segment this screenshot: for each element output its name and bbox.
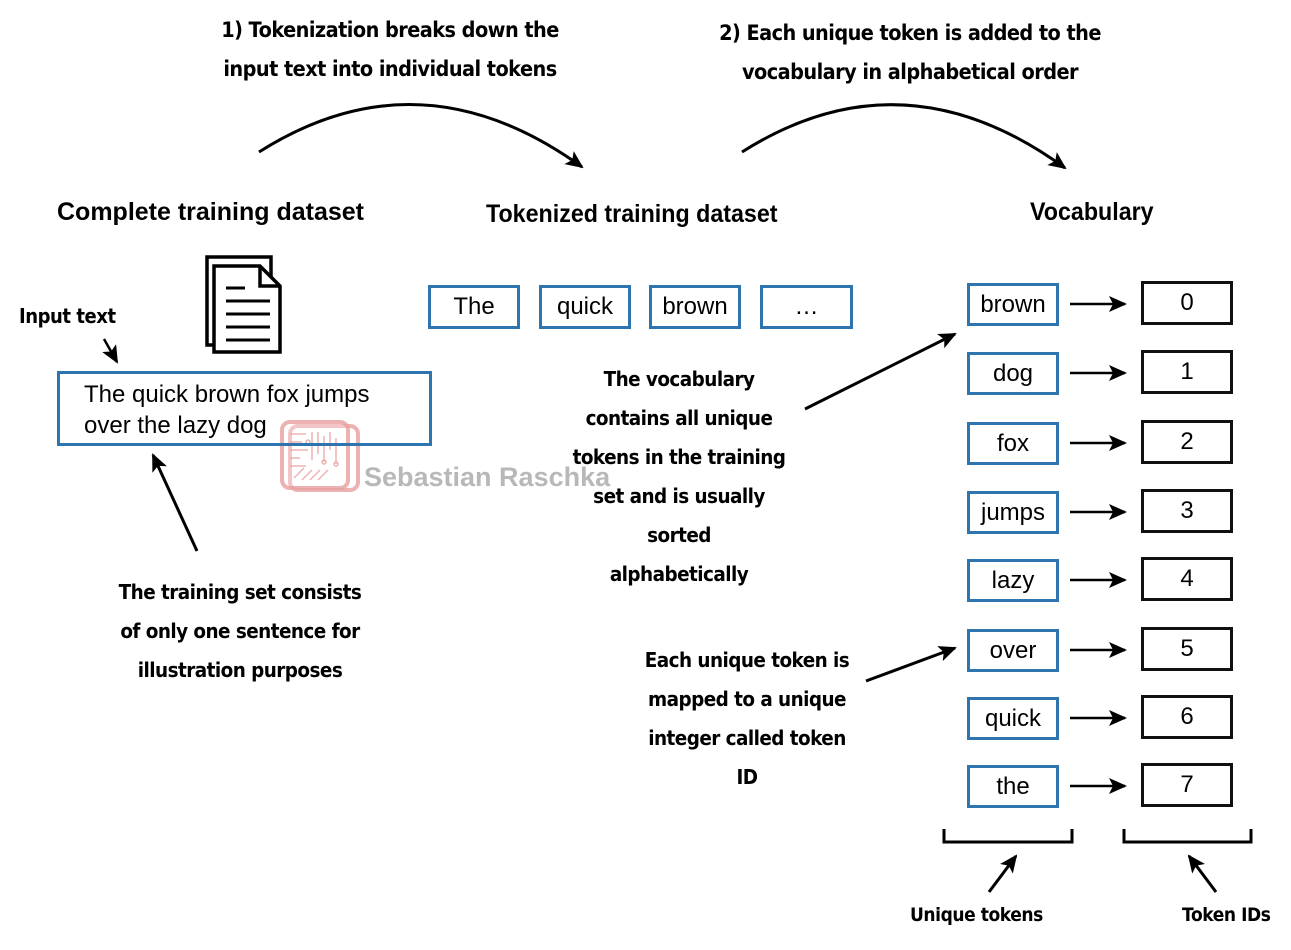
input-text-label: Input text bbox=[19, 304, 116, 328]
tokenized-token-ellipsis: … bbox=[760, 285, 853, 329]
vocab-token: brown bbox=[967, 283, 1059, 326]
complete-dataset-title: Complete training dataset bbox=[57, 198, 364, 226]
watermark-logo-icon bbox=[280, 420, 360, 492]
unique-tokens-bracket bbox=[942, 829, 1074, 844]
step-1-line-1: 1) Tokenization breaks down the bbox=[221, 18, 559, 42]
token-id-box: 3 bbox=[1141, 489, 1233, 533]
vocab-token: dog bbox=[967, 352, 1059, 395]
vocab-token: quick bbox=[967, 697, 1059, 740]
note-line: alphabetically bbox=[609, 562, 749, 586]
token-id-box: 7 bbox=[1141, 763, 1233, 807]
unique-tokens-bracket-arrow bbox=[987, 854, 1018, 893]
note-line: set and is usually bbox=[593, 484, 765, 508]
unique-tokens-label: Unique tokens bbox=[910, 904, 1043, 926]
note-line: of only one sentence for bbox=[120, 619, 360, 643]
token-id-box: 1 bbox=[1141, 350, 1233, 394]
token-ids-label: Token IDs bbox=[1182, 904, 1271, 926]
note-line: The vocabulary bbox=[603, 367, 755, 391]
vocabulary-title: Vocabulary bbox=[1030, 198, 1154, 226]
input-label-arrow bbox=[102, 338, 119, 364]
token-ids-bracket-arrow bbox=[1187, 854, 1218, 893]
note-line: illustration purposes bbox=[137, 658, 343, 682]
step-2-curved-arrow bbox=[741, 103, 1067, 170]
input-text-line-1: The quick brown fox jumps bbox=[84, 381, 370, 408]
note-line: mapped to a unique bbox=[648, 687, 847, 711]
step-2-caption: 2) Each unique token is added to the voc… bbox=[717, 14, 1103, 92]
token-id-box: 5 bbox=[1141, 627, 1233, 671]
step-1-line-2: input text into individual tokens bbox=[223, 57, 557, 81]
note-line: integer called token bbox=[648, 726, 846, 750]
token-id-box: 2 bbox=[1141, 420, 1233, 464]
vocabulary-note-arrow bbox=[804, 332, 957, 411]
vocab-token: fox bbox=[967, 422, 1059, 465]
token-ids-bracket bbox=[1122, 829, 1253, 844]
note-line: Each unique token is bbox=[644, 648, 850, 672]
token-id-box: 6 bbox=[1141, 695, 1233, 739]
document-icon bbox=[205, 255, 282, 354]
vocab-token: lazy bbox=[967, 559, 1059, 602]
note-line: sorted bbox=[647, 523, 711, 547]
tokenized-token: The bbox=[428, 285, 520, 329]
step-1-caption: 1) Tokenization breaks down the input te… bbox=[215, 11, 565, 89]
token-id-box: 0 bbox=[1141, 281, 1233, 325]
mapping-note: Each unique token is mapped to a unique … bbox=[626, 641, 867, 797]
tokenized-token: brown bbox=[649, 285, 741, 329]
step-1-curved-arrow bbox=[258, 103, 584, 169]
token-id-box: 4 bbox=[1141, 557, 1233, 601]
input-text-box: The quick brown fox jumps over the lazy … bbox=[57, 371, 432, 446]
vocab-token: jumps bbox=[967, 491, 1059, 534]
step-2-line-2: vocabulary in alphabetical order bbox=[741, 60, 1079, 84]
tokenized-dataset-title: Tokenized training dataset bbox=[486, 200, 778, 228]
step-2-line-1: 2) Each unique token is added to the bbox=[719, 21, 1101, 45]
note-line: tokens in the training bbox=[572, 445, 786, 469]
vocabulary-contains-note: The vocabulary contains all unique token… bbox=[551, 360, 807, 594]
tokenized-token: quick bbox=[539, 285, 631, 329]
mapping-note-arrow bbox=[865, 646, 957, 683]
training-set-arrow bbox=[151, 453, 199, 552]
vocabulary-arrows bbox=[1070, 296, 1127, 794]
note-line: ID bbox=[736, 765, 758, 789]
input-text-line-2: over the lazy dog bbox=[84, 412, 267, 439]
vocab-token: over bbox=[967, 629, 1059, 672]
training-set-note: The training set consists of only one se… bbox=[93, 573, 387, 690]
vocab-token: the bbox=[967, 765, 1059, 808]
watermark-text: Sebastian Raschka bbox=[364, 462, 611, 492]
note-line: The training set consists bbox=[118, 580, 362, 604]
note-line: contains all unique bbox=[585, 406, 773, 430]
